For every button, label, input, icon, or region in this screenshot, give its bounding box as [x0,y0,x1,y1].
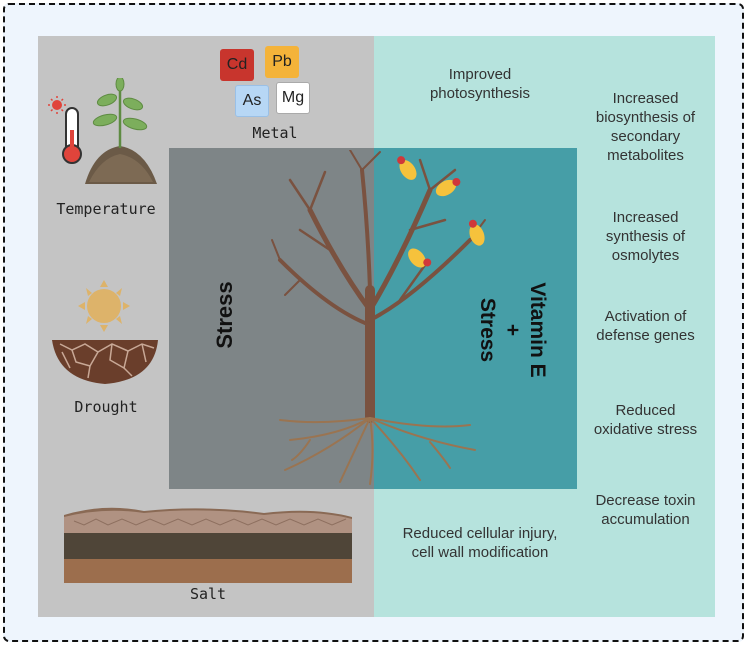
improved-photosynthesis-text: Improved photosynthesis [429,66,531,102]
vitamin-e-line: Vitamin E [526,282,549,378]
temperature-illustration [48,78,157,184]
vitamin-e-stress-label: Vitamin E + Stress [470,270,550,390]
salt-label: Salt [189,585,227,603]
sun-icon [78,280,130,332]
oxidative-stress-text: Reduced oxidative stress [593,402,698,438]
vitamin-e-capsule-icons [397,156,485,268]
plant-icon [92,78,148,148]
metal-label: Metal [252,124,298,142]
metal-pb-badge: Pb [265,46,299,78]
salt-soil-illustration [64,507,352,583]
heat-sun-icon [48,96,66,114]
plus-line: + [501,323,524,337]
stress-box [169,148,374,489]
cracked-soil-icon [52,340,158,384]
stress-line: Stress [476,297,499,363]
thermometer-icon [62,107,82,164]
secondary-metabolites-text: Increased biosynthesis of secondary meta… [595,90,696,164]
metal-cd-badge: Cd [220,49,254,81]
defense-genes-text: Activation of defense genes [596,308,695,344]
toxin-accumulation-text: Decrease toxin accumulation [595,492,696,528]
cellular-injury-text: Reduced cellular injury, cell wall modif… [402,525,558,561]
temperature-label: Temperature [56,200,156,218]
metal-mg-badge: Mg [276,82,310,114]
stress-label: Stress [212,281,237,349]
drought-illustration [52,280,158,384]
tree-illustration [271,150,486,485]
osmolytes-text: Increased synthesis of osmolytes [605,209,686,264]
metal-as-badge: As [235,85,269,117]
drought-label: Drought [74,398,138,416]
